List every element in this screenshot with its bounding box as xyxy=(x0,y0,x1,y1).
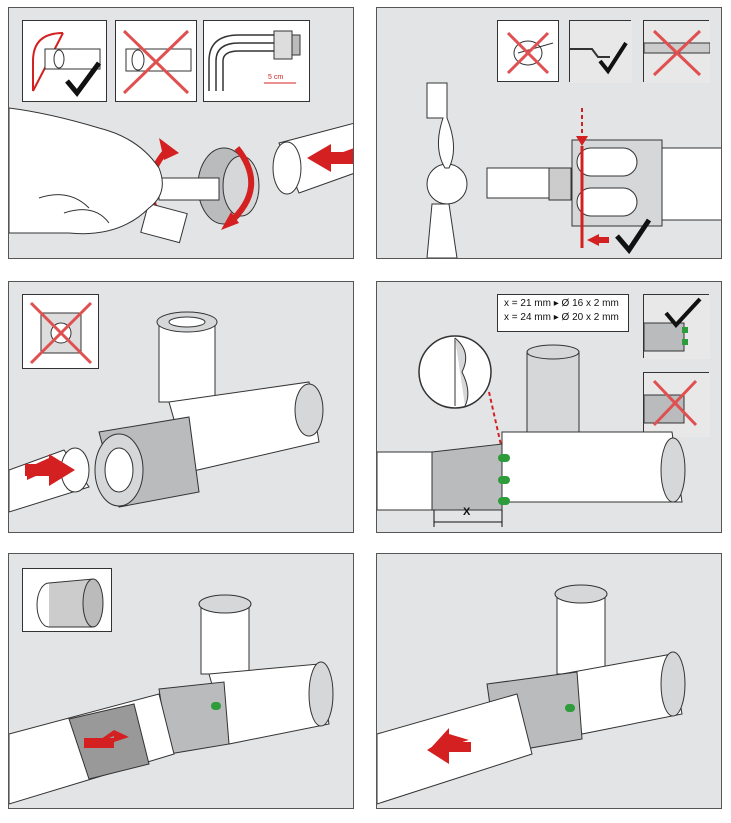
bend-distance-label: 5 cm xyxy=(268,74,283,81)
press-ok-inset xyxy=(643,294,710,359)
sleeve-finished-illustration xyxy=(377,584,686,805)
press-wrong-cross-icon xyxy=(644,373,710,437)
edge-check-inset xyxy=(569,20,632,83)
press-wrong-inset xyxy=(643,372,710,437)
deburr-check-icon xyxy=(32,32,102,98)
x-dimension-label: X xyxy=(463,506,471,518)
tee-wrench-illustration xyxy=(426,82,721,258)
step-6-panel xyxy=(376,553,722,809)
pipe-end-cross-inset xyxy=(115,20,197,102)
step-4-panel: x = 21 mm ▸ Ø 16 x 2 mm x = 24 mm ▸ Ø 20… xyxy=(376,281,722,533)
pipe-expander-illustration xyxy=(9,107,353,244)
crossed-tool-icon xyxy=(29,301,93,365)
tee-insert-illustration xyxy=(9,311,324,513)
step-2-panel xyxy=(376,7,722,259)
edge-cross-inset xyxy=(643,20,710,83)
dimension-line-1: x = 21 mm ▸ Ø 16 x 2 mm xyxy=(504,298,619,309)
sleeve-icon xyxy=(36,578,104,628)
bend-distance-inset: 5 cm xyxy=(203,20,310,102)
deburr-check-inset xyxy=(22,20,107,102)
bend-distance-icon: 5 cm xyxy=(208,30,301,91)
pipe-end-cross-icon xyxy=(122,29,192,95)
step-1-panel: 5 cm xyxy=(8,7,354,259)
press-ok-check-icon xyxy=(644,295,710,359)
sleeve-inset xyxy=(22,568,112,632)
edge-cross-icon xyxy=(644,21,710,83)
step-5-panel xyxy=(8,553,354,809)
press-check-illustration xyxy=(377,335,686,527)
crossed-tool-inset xyxy=(22,294,99,369)
edge-check-icon xyxy=(570,21,632,83)
step-3-panel xyxy=(8,281,354,533)
dimension-line-2: x = 24 mm ▸ Ø 20 x 2 mm xyxy=(504,312,619,323)
expander-cross-inset xyxy=(497,20,559,82)
dimension-table: x = 21 mm ▸ Ø 16 x 2 mm x = 24 mm ▸ Ø 20… xyxy=(497,294,629,332)
expander-cross-icon xyxy=(506,31,554,75)
sleeve-slide-illustration xyxy=(9,594,334,805)
